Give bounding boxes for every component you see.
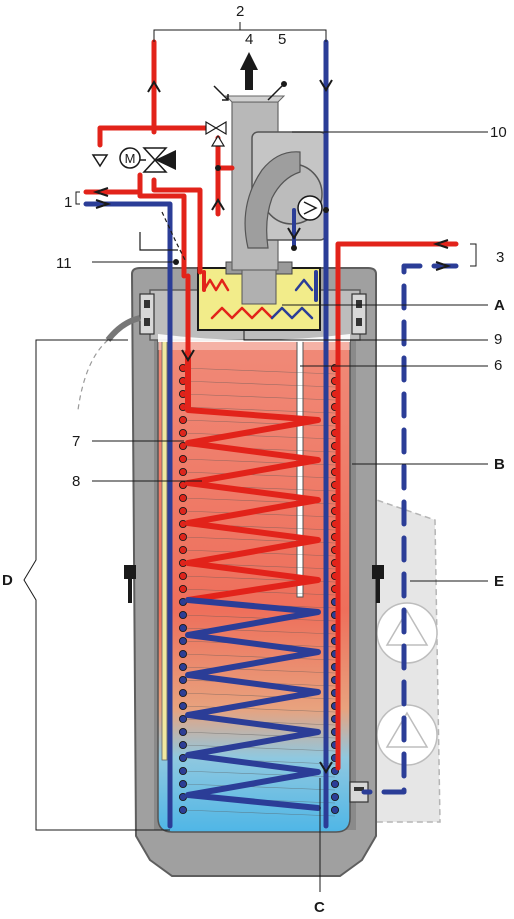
drain-valve-icon — [91, 154, 109, 168]
junction-dots — [173, 165, 329, 265]
coil-winding — [182, 614, 336, 622]
coil-winding — [182, 731, 336, 739]
coil-winding — [182, 692, 336, 700]
label-D: D — [2, 572, 13, 589]
coil-ring — [330, 792, 340, 802]
label-1: 1 — [64, 194, 72, 211]
coil-winding — [182, 744, 336, 752]
coil-winding — [182, 653, 336, 661]
coil-winding — [182, 393, 336, 401]
label-A: A — [494, 297, 505, 314]
label-6: 6 — [494, 357, 502, 374]
coil-ring — [330, 805, 340, 815]
leader-lines — [23, 22, 488, 892]
label-4: 4 — [245, 31, 253, 48]
coil-winding — [182, 471, 336, 479]
intake-arrow-icon — [213, 85, 229, 101]
coil-winding — [182, 432, 336, 440]
svg-text:M: M — [125, 151, 136, 166]
fan-housing — [244, 131, 327, 249]
sensor-pocket — [161, 339, 168, 761]
pump-symbol-lower — [376, 704, 438, 766]
coil-winding — [182, 419, 336, 427]
callout-labels: 1 2 3 4 5 6 7 8 9 10 11 A B C D E — [2, 3, 507, 916]
casing-handle-right — [372, 565, 384, 579]
three-way-valve-icon — [140, 147, 176, 173]
coil-winding — [182, 406, 336, 414]
coil-winding — [182, 705, 336, 713]
label-9: 9 — [494, 331, 502, 348]
coil-winding — [182, 666, 336, 674]
label-2: 2 — [236, 3, 244, 20]
coil-winding — [182, 510, 336, 518]
label-10: 10 — [490, 124, 507, 141]
coil-winding — [182, 367, 336, 375]
bypass-valve-icon — [205, 120, 227, 147]
label-C: C — [314, 899, 325, 916]
label-8: 8 — [72, 473, 80, 490]
label-B: B — [494, 456, 505, 473]
label-5: 5 — [278, 31, 286, 48]
coil-ring — [330, 779, 340, 789]
evaporator-box — [197, 261, 321, 331]
hose-connector — [77, 315, 141, 411]
label-3: 3 — [496, 249, 504, 266]
coil-winding — [182, 380, 336, 388]
motor-icon: M — [119, 147, 141, 169]
label-E: E — [494, 573, 504, 590]
coil-winding — [182, 809, 336, 817]
exhaust-arrow-icon — [240, 52, 258, 90]
thermostat-icon — [267, 81, 287, 101]
heat-exchanger-coil — [185, 349, 321, 811]
flow-arrows — [92, 79, 452, 774]
label-7: 7 — [72, 433, 80, 450]
pump-symbol-upper — [376, 602, 438, 664]
coil-winding — [182, 783, 336, 791]
top-flange-right — [351, 293, 367, 335]
label-11: 11 — [56, 255, 72, 272]
fan-icon — [297, 195, 323, 221]
casing-handle-left — [124, 565, 136, 579]
top-flange-left — [139, 293, 155, 335]
